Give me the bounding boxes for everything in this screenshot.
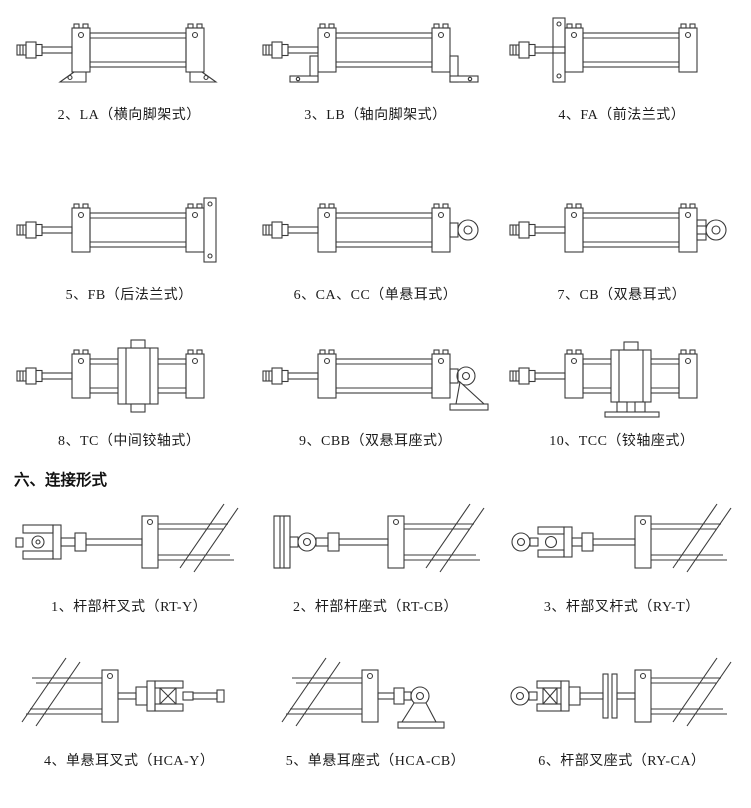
mounting-figures-row-2: 5、FB（后法兰式） 6、CA、CC（单悬耳式） — [0, 188, 751, 306]
figure-lb: 3、LB（轴向脚架式） — [252, 8, 498, 126]
section-header-connection-forms: 六、连接形式 — [14, 472, 108, 489]
figure-caption: 5、单悬耳座式（HCA-CB） — [285, 754, 466, 769]
figure-cb: 7、CB（双悬耳式） — [499, 188, 745, 306]
figure-caption: 6、杆部叉座式（RY-CA） — [538, 754, 706, 769]
connector-drawing-rt-cb — [260, 500, 490, 584]
figure-caption: 2、杆部杆座式（RT-CB） — [292, 600, 459, 615]
cylinder-drawing-fa — [507, 8, 737, 92]
figure-fb: 5、FB（后法兰式） — [6, 188, 252, 306]
cylinder-drawing-tc — [14, 334, 244, 418]
cylinder-drawing-cb — [507, 188, 737, 272]
connection-figures-row-2: 4、单悬耳叉式（HCA-Y） 5、单悬耳座式（HCA — [0, 654, 751, 772]
figure-cbb: 9、CBB（双悬耳座式） — [252, 334, 498, 452]
figure-fa: 4、FA（前法兰式） — [499, 8, 745, 126]
figure-caption: 4、FA（前法兰式） — [558, 108, 686, 123]
figure-caption: 7、CB（双悬耳式） — [557, 288, 687, 303]
figure-caption: 3、杆部叉杆式（RY-T） — [543, 600, 700, 615]
cylinder-drawing-cbb — [260, 334, 490, 418]
connector-drawing-hca-cb — [260, 654, 490, 738]
connector-drawing-ry-ca — [507, 654, 737, 738]
figure-caption: 8、TC（中间铰轴式） — [57, 434, 201, 449]
figure-caption: 4、单悬耳叉式（HCA-Y） — [43, 754, 215, 769]
figure-rt-cb: 2、杆部杆座式（RT-CB） — [252, 500, 498, 618]
figure-tc: 8、TC（中间铰轴式） — [6, 334, 252, 452]
figure-hca-y: 4、单悬耳叉式（HCA-Y） — [6, 654, 252, 772]
figure-caption: 5、FB（后法兰式） — [65, 288, 193, 303]
figure-rt-y: 1、杆部杆叉式（RT-Y） — [6, 500, 252, 618]
cylinder-drawing-tcc — [507, 334, 737, 418]
figure-ry-t: 3、杆部叉杆式（RY-T） — [499, 500, 745, 618]
cylinder-drawing-la — [14, 8, 244, 92]
figure-caption: 9、CBB（双悬耳座式） — [298, 434, 452, 449]
figure-caption: 10、TCC（铰轴座式） — [549, 434, 695, 449]
figure-caption: 1、杆部杆叉式（RT-Y） — [51, 600, 208, 615]
connector-drawing-ry-t — [507, 500, 737, 584]
figure-hca-cb: 5、单悬耳座式（HCA-CB） — [252, 654, 498, 772]
connection-figures-row-1: 1、杆部杆叉式（RT-Y） — [0, 500, 751, 618]
figure-caption: 3、LB（轴向脚架式） — [304, 108, 447, 123]
connector-drawing-hca-y — [14, 654, 244, 738]
cylinder-drawing-lb — [260, 8, 490, 92]
figure-ca-cc: 6、CA、CC（单悬耳式） — [252, 188, 498, 306]
mounting-figures-row-3: 8、TC（中间铰轴式） 9、CBB（双悬耳座式） — [0, 334, 751, 452]
figure-ry-ca: 6、杆部叉座式（RY-CA） — [499, 654, 745, 772]
cylinder-drawing-ca-cc — [260, 188, 490, 272]
figure-la: 2、LA（横向脚架式） — [6, 8, 252, 126]
connector-drawing-rt-y — [14, 500, 244, 584]
figure-tcc: 10、TCC（铰轴座式） — [499, 334, 745, 452]
figure-caption: 6、CA、CC（单悬耳式） — [293, 288, 458, 303]
mounting-figures-row-1: 2、LA（横向脚架式） 3、LB（轴向脚架式） — [0, 8, 751, 126]
cylinder-drawing-fb — [14, 188, 244, 272]
figure-caption: 2、LA（横向脚架式） — [57, 108, 201, 123]
